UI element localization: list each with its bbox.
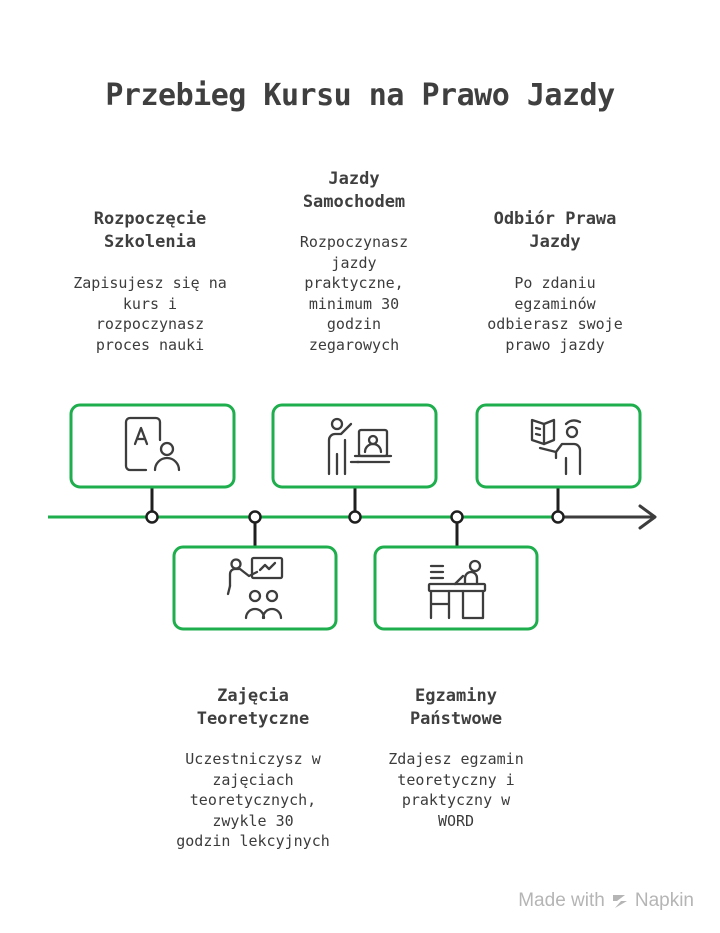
classroom-teacher-icon	[226, 556, 284, 620]
connectors	[150, 487, 560, 547]
node-4	[450, 510, 464, 524]
student-letter-a-icon	[124, 416, 181, 472]
step-1-description: Zapisujesz się na kurs i rozpoczynasz pr…	[73, 274, 227, 354]
timeline-arrowhead-icon	[638, 504, 657, 530]
made-with-napkin-badge[interactable]: Made with Napkin	[518, 890, 694, 912]
step-3-title: Jazdy Samochodem	[302, 169, 406, 212]
license-handover-icon	[530, 418, 582, 476]
node-5	[551, 510, 565, 524]
napkin-brand-label: Napkin	[634, 890, 694, 911]
step-1-title: Rozpoczęcie Szkolenia	[93, 209, 207, 252]
step-5-title: Odbiór Prawa Jazdy	[493, 209, 617, 252]
step-2-box	[172, 545, 338, 631]
step-4-title: Egzaminy Państwowe	[409, 686, 503, 729]
step-4-box	[373, 545, 539, 631]
node-2	[248, 510, 262, 524]
step-4-description: Zdajesz egzamin teoretyczny i praktyczny…	[388, 750, 524, 830]
node-3	[348, 510, 362, 524]
step-2-description: Uczestniczysz w zajęciach teoretycznych,…	[176, 750, 330, 850]
step-5-box	[475, 403, 642, 489]
step-boxes	[69, 403, 642, 631]
node-1	[145, 510, 159, 524]
driving-instructor-icon	[327, 417, 393, 476]
step-2-title: Zajęcia Teoretyczne	[196, 686, 310, 729]
page-title: Przebieg Kursu na Prawo Jazdy	[105, 78, 615, 113]
exam-desk-icon	[427, 559, 487, 620]
step-5-description: Po zdaniu egzaminów odbierasz swoje praw…	[487, 274, 623, 354]
made-with-label: Made with	[518, 890, 605, 911]
nodes	[145, 510, 565, 524]
napkin-logo-icon	[612, 895, 627, 908]
step-3-description: Rozpoczynasz jazdy praktyczne, minimum 3…	[299, 233, 409, 354]
step-1-box	[69, 403, 236, 489]
step-3-box	[271, 403, 438, 489]
